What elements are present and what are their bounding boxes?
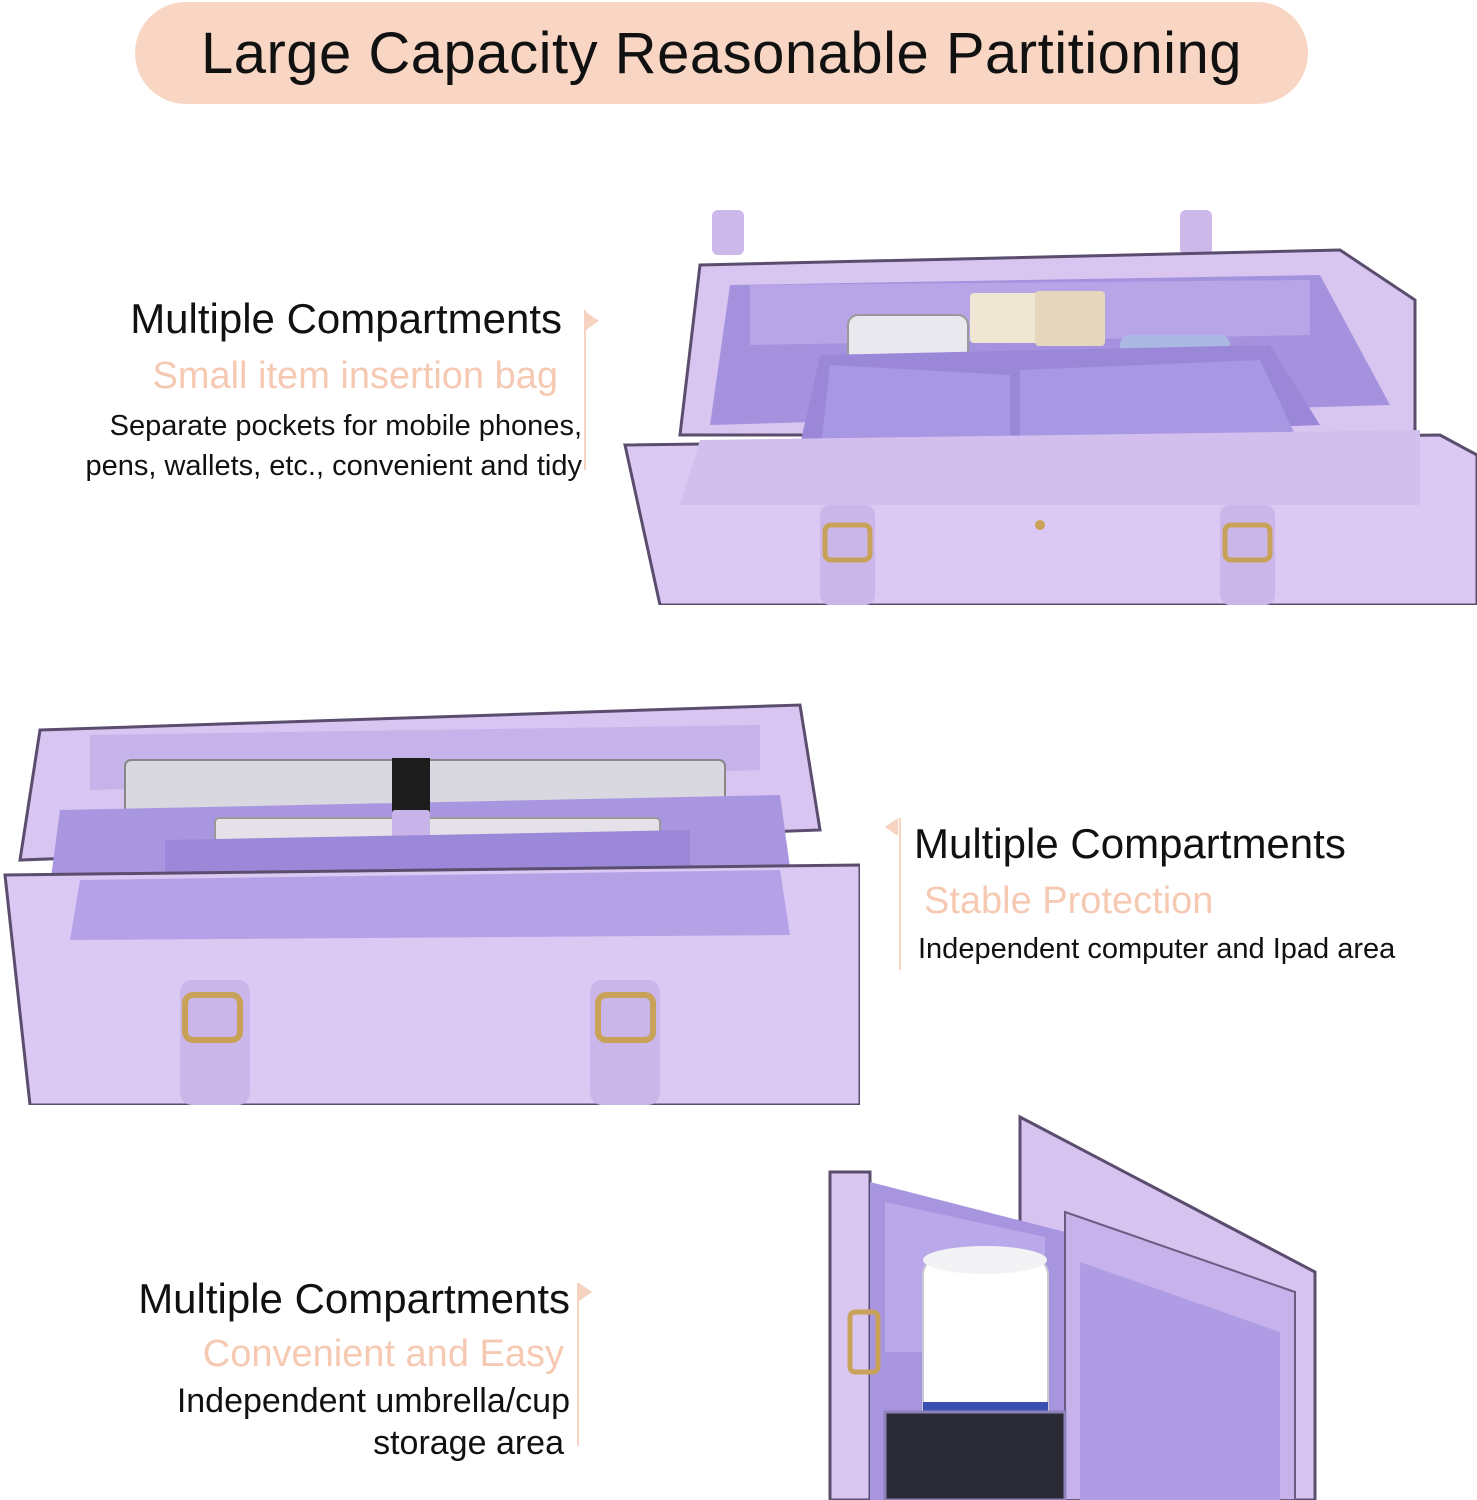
section-1-subheading: Small item insertion bag bbox=[152, 355, 558, 397]
section-3-photo bbox=[825, 1112, 1320, 1500]
section-1-description-line-1: Separate pockets for mobile phones, bbox=[109, 410, 582, 442]
section-2-heading: Multiple Compartments bbox=[914, 820, 1346, 867]
section-2-description: Independent computer and Ipad area bbox=[914, 929, 1474, 969]
section-3-subheading: Convenient and Easy bbox=[202, 1333, 564, 1375]
bag-top-view-illustration bbox=[623, 210, 1477, 605]
section-1-accent-flag bbox=[586, 312, 599, 330]
page-title: Large Capacity Reasonable Partitioning bbox=[200, 20, 1243, 86]
section-3-accent-line bbox=[577, 1283, 579, 1446]
section-2-description-line-1: Independent computer and Ipad area bbox=[918, 933, 1396, 965]
section-2-accent-flag bbox=[885, 818, 898, 836]
section-3-accent-flag bbox=[579, 1283, 592, 1301]
section-2-accent-line bbox=[899, 818, 901, 970]
section-1-description-line-2: pens, wallets, etc., convenient and tidy bbox=[85, 450, 582, 482]
bag-laptop-illustration bbox=[3, 703, 860, 1105]
section-1-text: Multiple Compartments Small item inserti… bbox=[0, 295, 582, 486]
title-banner: Large Capacity Reasonable Partitioning bbox=[135, 2, 1308, 104]
section-3-description-line-1: Independent umbrella/cup bbox=[176, 1382, 570, 1420]
section-1-photo bbox=[620, 205, 1477, 605]
section-1-heading: Multiple Compartments bbox=[130, 295, 562, 342]
bag-side-pocket-illustration bbox=[828, 1114, 1317, 1500]
section-2-subheading: Stable Protection bbox=[924, 880, 1214, 922]
section-1-accent-line bbox=[584, 310, 586, 470]
section-3-description-line-2: storage area bbox=[373, 1424, 564, 1462]
section-3-description: Independent umbrella/cup storage area bbox=[0, 1380, 570, 1464]
section-3-text: Multiple Compartments Convenient and Eas… bbox=[0, 1275, 570, 1464]
section-3-heading: Multiple Compartments bbox=[138, 1275, 570, 1322]
section-2-text: Multiple Compartments Stable Protection … bbox=[914, 820, 1474, 969]
section-2-photo bbox=[0, 690, 860, 1105]
section-1-description: Separate pockets for mobile phones, pens… bbox=[0, 406, 582, 486]
